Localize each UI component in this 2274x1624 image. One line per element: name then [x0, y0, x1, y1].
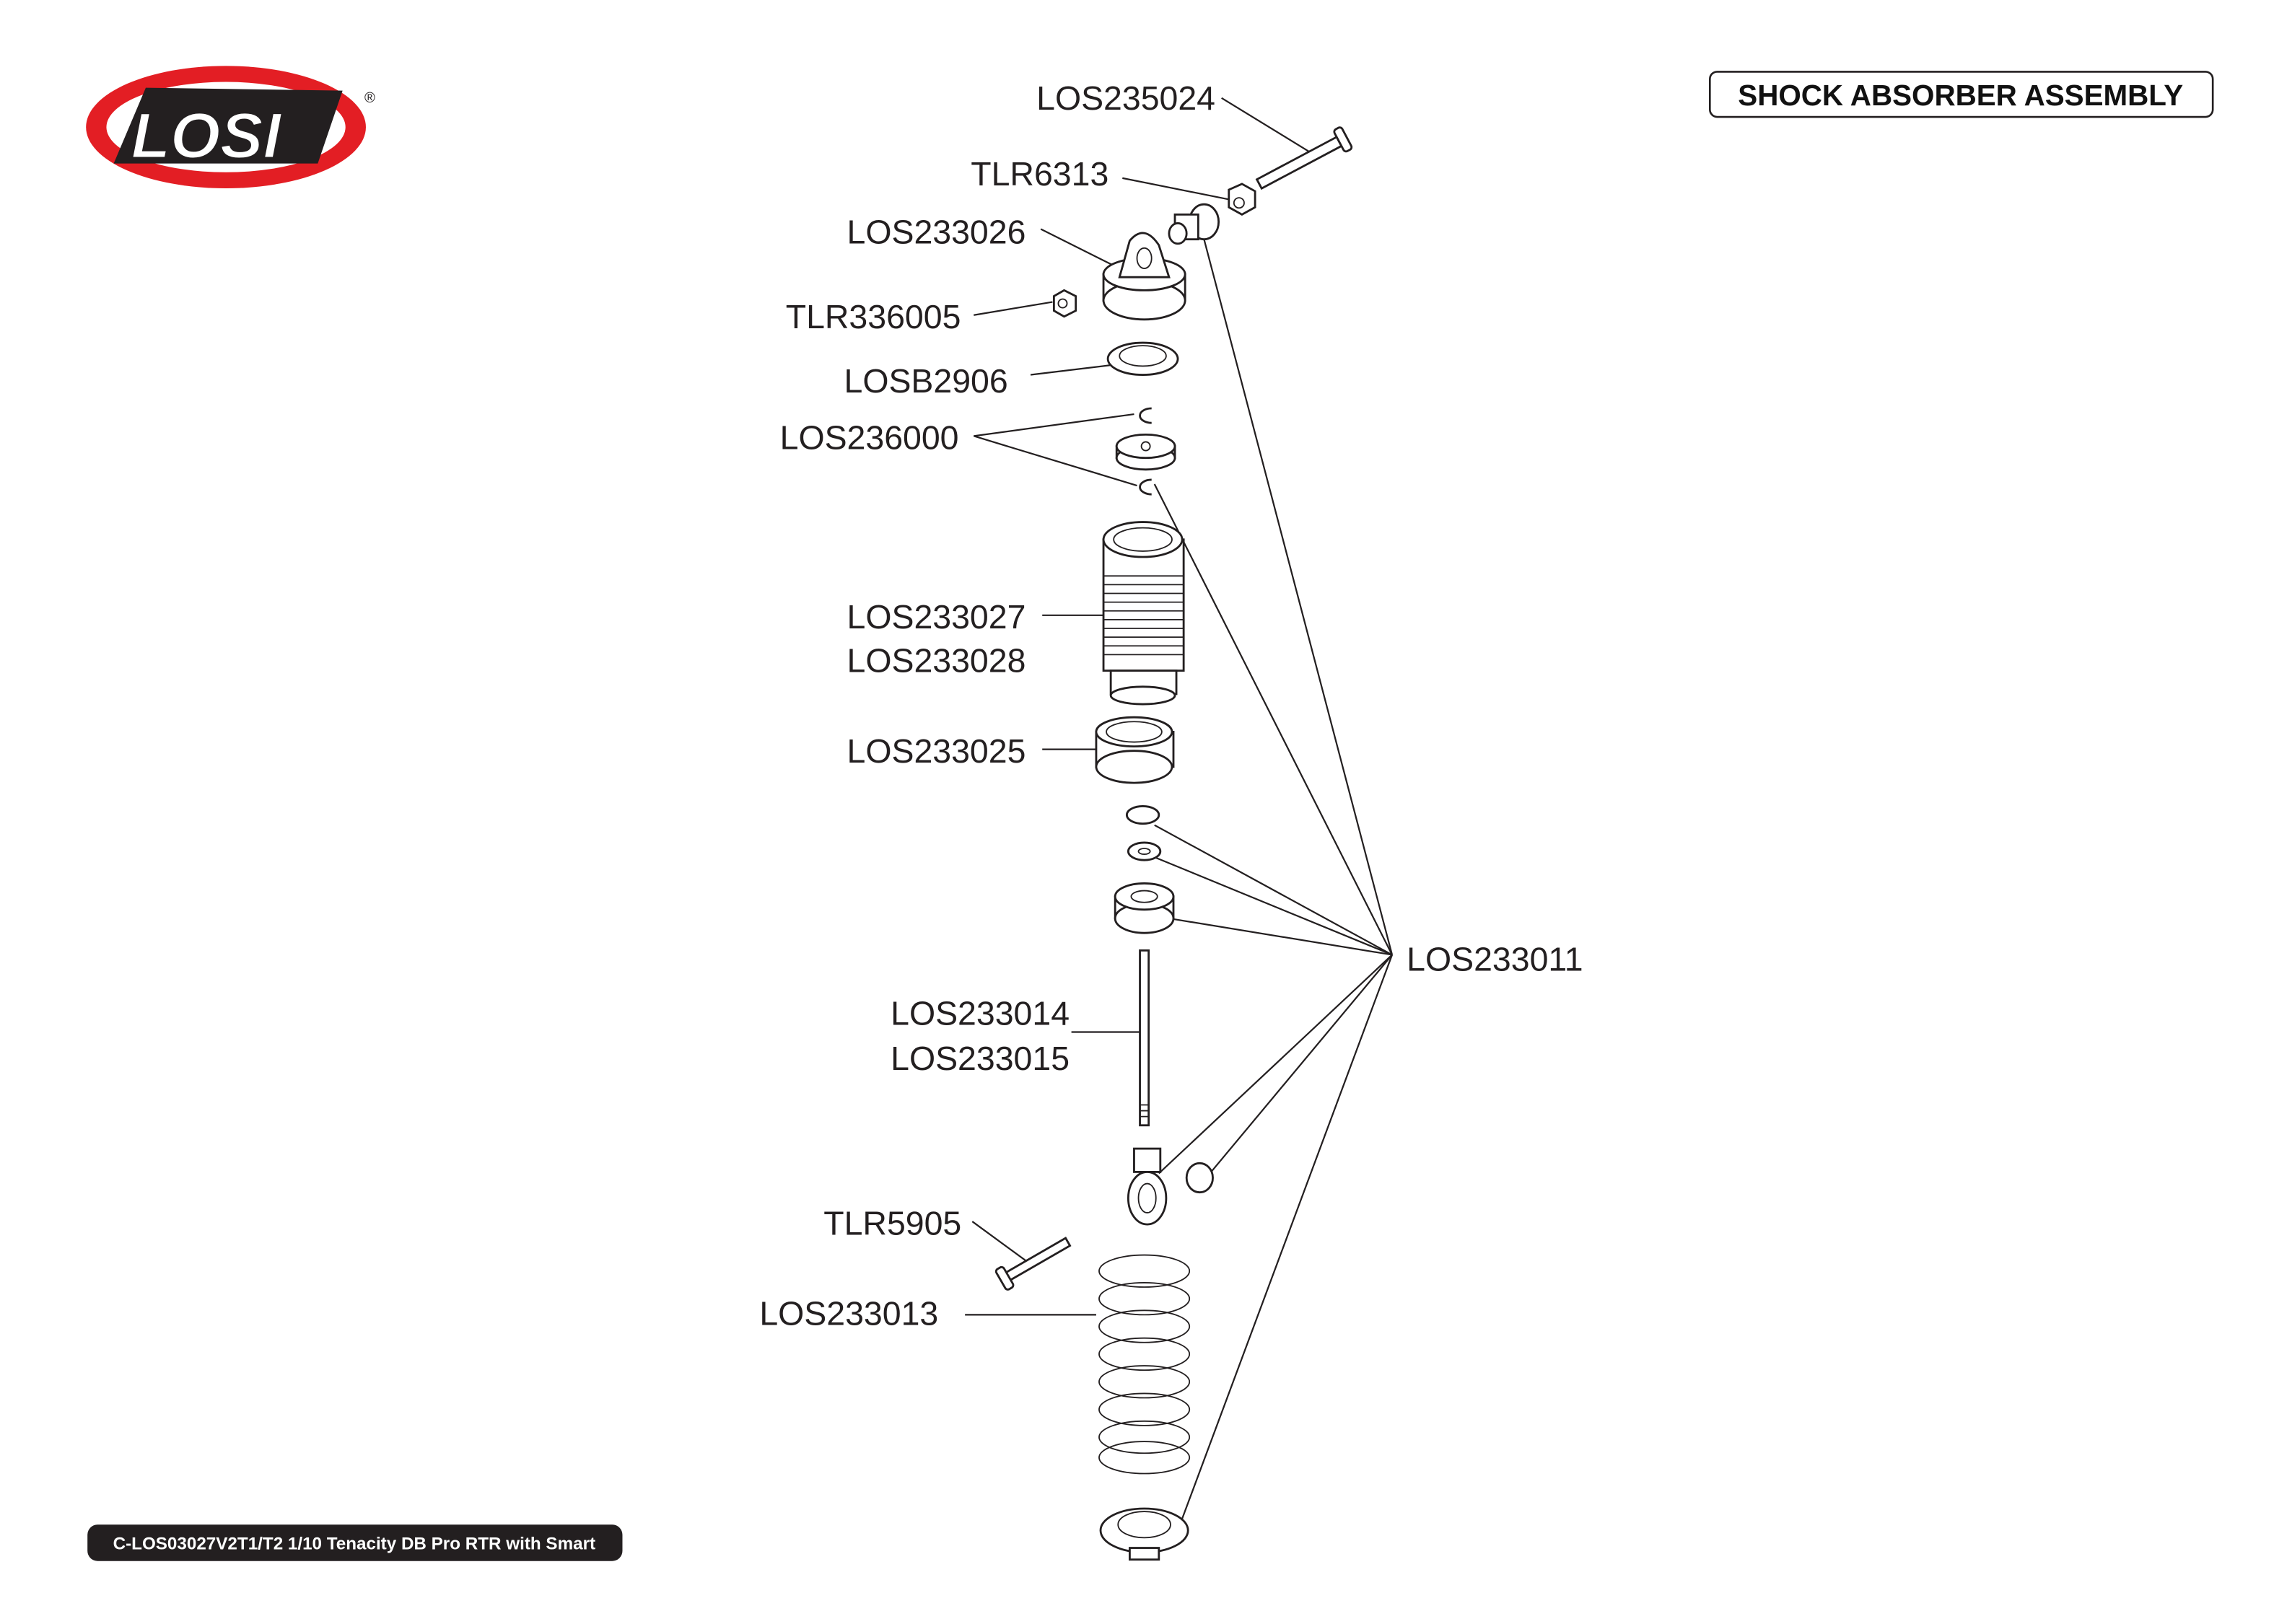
e-clip-icon — [1139, 407, 1152, 424]
bolt-icon — [1255, 126, 1353, 190]
footer-text: C-LOS03027V2T1/T2 1/10 Tenacity DB Pro R… — [113, 1535, 595, 1554]
piston-icon — [1115, 433, 1176, 471]
part-label: LOS233028 — [847, 642, 1026, 680]
parts — [994, 126, 1353, 1561]
svg-text:LOSI: LOSI — [131, 100, 283, 172]
spring-icon — [1098, 1254, 1191, 1475]
page-title: SHOCK ABSORBER ASSEMBLY — [1738, 79, 2183, 112]
e-clip-icon — [1139, 478, 1152, 496]
shock-cap-icon — [1102, 232, 1186, 321]
part-label: LOS233025 — [847, 732, 1026, 770]
part-label: LOS235024 — [1036, 79, 1215, 117]
bladder-icon — [1106, 341, 1179, 376]
losi-logo: LOSI ® — [86, 66, 375, 188]
shock-body-icon — [1102, 521, 1185, 706]
shock-shaft-icon — [1139, 949, 1150, 1127]
cartridge-icon — [1114, 882, 1175, 934]
part-label: TLR6313 — [971, 155, 1108, 193]
bolt-icon — [994, 1237, 1072, 1291]
nut-icon — [1052, 289, 1077, 318]
part-label: LOS233026 — [847, 214, 1026, 251]
part-label: TLR5905 — [823, 1204, 961, 1242]
rod-end-icon — [1127, 1147, 1168, 1226]
seal-icon — [1127, 841, 1162, 861]
spring-collar-icon — [1095, 716, 1175, 784]
footer-badge: C-LOS03027V2T1/T2 1/10 Tenacity DB Pro R… — [87, 1524, 623, 1561]
part-label: LOS233011 — [1407, 941, 1583, 978]
part-label: LOS233013 — [759, 1294, 938, 1332]
part-labels: LOS235024 TLR6313 LOS233026 TLR336005 LO… — [759, 79, 1583, 1333]
seal-icon — [1125, 805, 1160, 825]
part-label: LOSB2906 — [844, 362, 1008, 400]
part-label: LOS233027 — [847, 598, 1026, 636]
part-label: TLR336005 — [786, 298, 961, 335]
bushing-icon — [1168, 203, 1220, 245]
part-label: LOS233014 — [891, 994, 1070, 1032]
part-label: LOS236000 — [780, 419, 959, 457]
svg-text:®: ® — [364, 90, 375, 106]
part-label: LOS233015 — [891, 1040, 1070, 1077]
leader-lines — [965, 97, 1394, 1531]
spring-cup-icon — [1099, 1507, 1189, 1561]
bushing-icon — [1185, 1162, 1214, 1194]
title-box: SHOCK ABSORBER ASSEMBLY — [1708, 71, 2214, 118]
